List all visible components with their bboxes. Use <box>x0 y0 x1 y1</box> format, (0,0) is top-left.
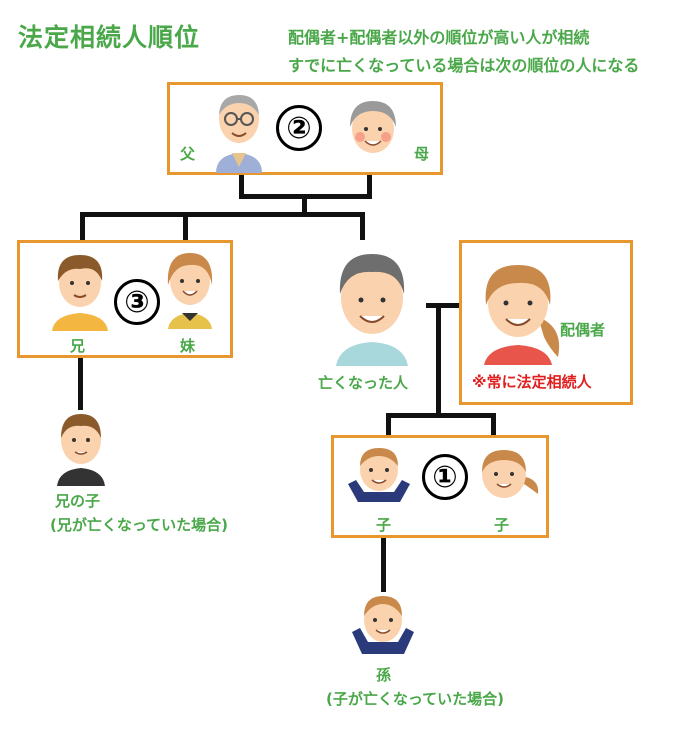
child2-figure <box>482 450 539 498</box>
spouse-note: ※常に法定相続人 <box>472 373 592 391</box>
rank-badge-2: ② <box>276 105 322 151</box>
rank2-parents-box: ② 父 母 <box>167 82 443 175</box>
page-title: 法定相続人順位 <box>18 23 201 52</box>
rank3-siblings-box: ③ 兄 妹 <box>17 240 233 358</box>
mother-figure <box>350 101 396 153</box>
grandchild-note: (子が亡くなっていた場合) <box>326 690 504 708</box>
mother-label: 母 <box>414 145 430 163</box>
nephew-figure <box>57 414 105 486</box>
father-figure <box>216 95 262 173</box>
spouse-box: 配偶者 ※常に法定相続人 <box>459 240 633 405</box>
grandchild-figure <box>352 596 414 654</box>
note-line-2: すでに亡くなっている場合は次の順位の人になる <box>288 56 640 75</box>
brother-figure <box>52 255 108 331</box>
nephew-label: 兄の子 <box>55 492 101 510</box>
rank1-children-box: ① 子 子 <box>331 435 549 538</box>
deceased-label: 亡くなった人 <box>318 374 409 392</box>
note-line-1: 配偶者+配偶者以外の順位が高い人が相続 <box>288 28 590 47</box>
child1-label: 子 <box>376 516 392 534</box>
brother-label: 兄 <box>70 337 86 355</box>
sister-figure <box>167 253 213 329</box>
child2-label: 子 <box>494 516 510 534</box>
spouse-figure <box>484 265 560 365</box>
grandchild-label: 孫 <box>376 666 392 684</box>
child1-figure <box>348 448 410 502</box>
rank-badge-1: ① <box>422 454 468 500</box>
sister-label: 妹 <box>180 337 196 355</box>
nephew-note: (兄が亡くなっていた場合) <box>50 516 228 534</box>
rank-badge-3: ③ <box>114 279 160 325</box>
deceased-figure <box>336 254 408 366</box>
father-label: 父 <box>180 145 196 163</box>
spouse-label: 配偶者 <box>560 321 606 339</box>
